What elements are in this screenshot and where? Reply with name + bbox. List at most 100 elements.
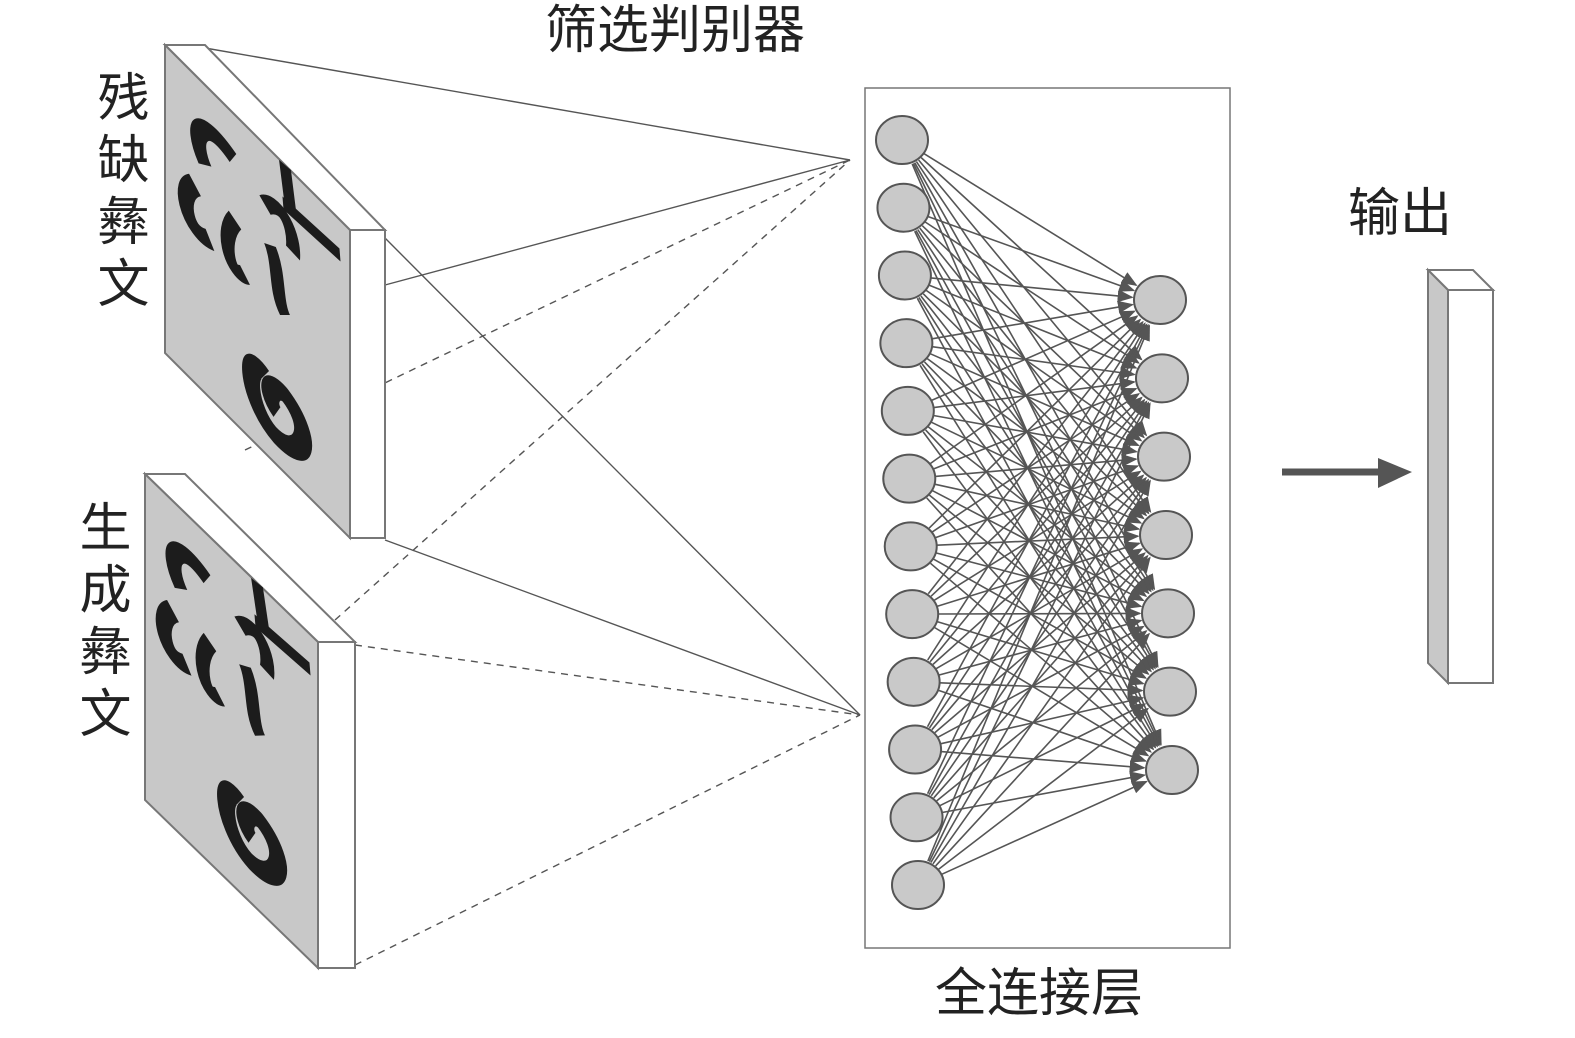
fc-input-node bbox=[877, 250, 932, 301]
fc-edge bbox=[915, 230, 1158, 669]
fc-output-node bbox=[1133, 275, 1187, 325]
fc-edge bbox=[927, 215, 1136, 292]
fc-edge bbox=[929, 562, 1152, 753]
generated-yi-glyph bbox=[155, 541, 311, 886]
fc-edge bbox=[929, 315, 1139, 465]
fc-edge bbox=[932, 556, 1151, 865]
fc-edge bbox=[927, 320, 1144, 595]
fc-edge bbox=[936, 541, 1141, 608]
fc-edge bbox=[916, 297, 1160, 747]
fc-edge bbox=[940, 694, 1145, 745]
fc-edge bbox=[913, 230, 1161, 747]
fc-edge bbox=[920, 157, 1143, 361]
fc-edge bbox=[931, 476, 1147, 731]
fc-edge bbox=[936, 530, 1140, 546]
fc-edge bbox=[921, 363, 1155, 671]
fc-edge bbox=[926, 323, 1149, 795]
projection-line bbox=[384, 539, 861, 716]
fc-input-node bbox=[883, 521, 938, 572]
discriminator-title: 筛选判别器 bbox=[545, 1, 806, 61]
incomplete-yi-label: 残缺彝文 bbox=[88, 70, 148, 318]
fc-output-node bbox=[1145, 745, 1199, 795]
fc-input-node bbox=[879, 318, 934, 369]
fc-input-node bbox=[880, 385, 935, 436]
fc-input-node bbox=[889, 792, 944, 843]
right-arrow-icon bbox=[1282, 458, 1412, 488]
fc-edge bbox=[938, 707, 1150, 870]
fc-edge bbox=[933, 387, 1138, 470]
fc-edge bbox=[912, 163, 1159, 668]
output-vector bbox=[1425, 267, 1496, 686]
feature-map-side bbox=[317, 641, 356, 969]
fc-input-nodes bbox=[875, 115, 945, 910]
fc-output-node bbox=[1137, 431, 1191, 482]
incomplete-yi-glyph bbox=[177, 118, 341, 461]
fc-input-node bbox=[882, 453, 937, 504]
fc-edge bbox=[925, 429, 1152, 673]
fc-edge bbox=[926, 323, 1148, 728]
fc-edge bbox=[930, 478, 1150, 797]
projection-line-dashed bbox=[354, 644, 861, 716]
fc-edge bbox=[931, 300, 1134, 340]
projection-lines bbox=[204, 47, 861, 966]
fc-input-node bbox=[886, 656, 941, 707]
fc-edge bbox=[930, 421, 1143, 524]
fc-edge bbox=[928, 401, 1150, 795]
fc-edge bbox=[928, 400, 1148, 729]
fc-edge bbox=[935, 453, 1138, 478]
fc-edge bbox=[914, 162, 1156, 591]
fc-edge bbox=[929, 352, 1140, 447]
projection-line bbox=[384, 159, 851, 286]
fc-edge bbox=[933, 377, 1136, 409]
fc-output-node bbox=[1139, 510, 1193, 560]
fc-input-node bbox=[888, 724, 943, 775]
fc-output-node bbox=[1141, 588, 1195, 639]
fc-edge bbox=[928, 318, 1142, 529]
output-vector-side bbox=[1427, 267, 1449, 686]
fc-edge bbox=[919, 364, 1159, 748]
fc-edge bbox=[938, 607, 1142, 620]
fc-edge bbox=[941, 771, 1147, 814]
fc-edge bbox=[933, 554, 1149, 799]
fc-edge bbox=[940, 750, 1146, 774]
fc-edge bbox=[928, 284, 1138, 369]
projection-line-dashed bbox=[334, 159, 851, 621]
fc-edge bbox=[911, 163, 1162, 746]
projection-line bbox=[384, 237, 861, 716]
feature-map-side bbox=[349, 229, 386, 539]
fully-connected-frame bbox=[864, 87, 1231, 949]
fc-edge bbox=[936, 620, 1145, 686]
fc-edge bbox=[922, 293, 1148, 517]
fc-edge bbox=[918, 296, 1156, 670]
fc-edge bbox=[930, 277, 1134, 303]
fc-edge bbox=[920, 295, 1152, 593]
fc-edges bbox=[911, 153, 1162, 876]
fc-edge bbox=[938, 618, 1143, 676]
fc-edge bbox=[934, 483, 1141, 533]
projection-line-dashed bbox=[354, 714, 861, 966]
fc-input-node bbox=[891, 860, 945, 910]
projection-line-dashed bbox=[244, 159, 851, 451]
fc-edge bbox=[941, 780, 1148, 876]
incomplete-yi-feature-map bbox=[162, 42, 388, 541]
fc-output-node bbox=[1143, 666, 1197, 717]
fc-edge bbox=[936, 629, 1148, 802]
fc-edge bbox=[915, 161, 1152, 514]
generated-yi-label: 生成彝文 bbox=[70, 500, 130, 748]
fc-edge bbox=[932, 474, 1145, 665]
fc-edge bbox=[919, 227, 1150, 515]
fc-edge bbox=[931, 345, 1136, 379]
fc-output-nodes bbox=[1133, 275, 1199, 795]
generated-yi-feature-map bbox=[142, 471, 358, 971]
fc-edge bbox=[933, 470, 1142, 601]
fc-edge bbox=[924, 221, 1140, 364]
fc-output-node bbox=[1135, 353, 1189, 404]
fc-edge bbox=[917, 159, 1148, 437]
fc-edge bbox=[934, 464, 1140, 539]
output-vector-face bbox=[1447, 289, 1494, 684]
fc-edge bbox=[927, 322, 1146, 661]
fc-edge bbox=[922, 431, 1157, 749]
fc-edge bbox=[939, 682, 1144, 697]
